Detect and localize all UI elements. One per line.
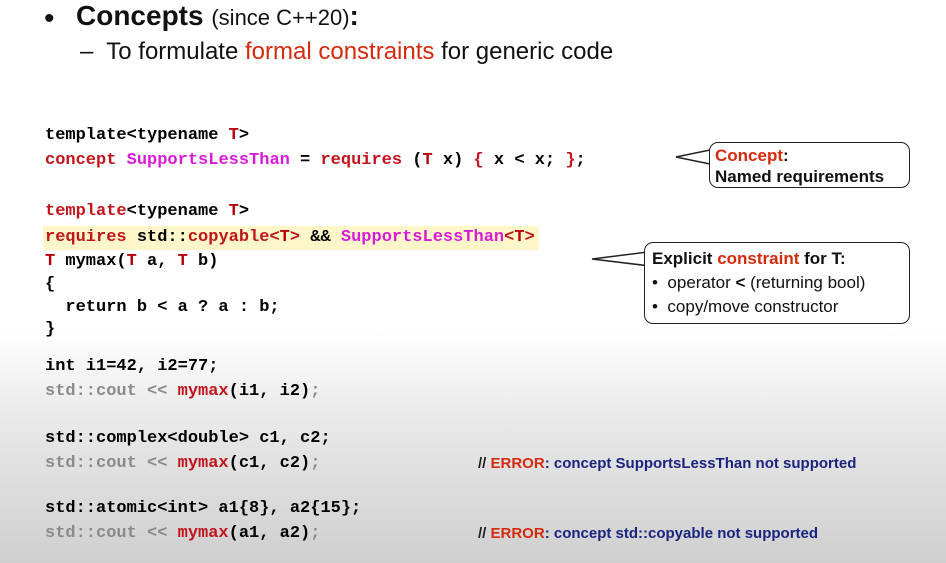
- code-typename: <typename: [126, 202, 229, 221]
- code-args: (a1, a2): [228, 524, 311, 543]
- code-paren: (: [402, 151, 423, 170]
- code-fn-call: mymax: [177, 382, 229, 401]
- code-eq: =: [289, 151, 321, 170]
- code-gt: >: [524, 228, 535, 247]
- code-copyable: copyable: [187, 228, 270, 247]
- code-line-14: std::cout << mymax(a1, a2);: [45, 522, 320, 546]
- callout-constraint-word: constraint: [717, 249, 800, 268]
- code-type-param: T: [177, 252, 188, 271]
- callout-concept: Concept: Named requirements: [709, 142, 910, 188]
- code-concept-name: SupportsLessThan: [126, 151, 290, 170]
- code-line-1: template<typename T>: [45, 124, 249, 148]
- comment-slashes: //: [478, 525, 491, 542]
- code-line-2: concept SupportsLessThan = requires (T x…: [45, 149, 586, 173]
- callout-colon: :: [783, 146, 789, 165]
- code-semi: ;: [575, 151, 586, 170]
- subtitle-post: for generic code: [441, 38, 614, 65]
- code-gt: >: [289, 228, 301, 247]
- code-line-11: std::complex<double> c1, c2;: [45, 429, 331, 448]
- callout-named-requirements: Named requirements: [715, 167, 885, 186]
- code-semi: ;: [310, 524, 321, 543]
- code-lt: <: [269, 228, 280, 247]
- code-line-5: T mymax(T a, T b): [45, 250, 218, 274]
- code-template-kw: template: [45, 202, 127, 221]
- code-cout: std::cout <<: [45, 454, 178, 473]
- code-cout: std::cout <<: [45, 524, 178, 543]
- callout-for-T: for T:: [799, 249, 846, 268]
- code-semi: ;: [310, 382, 321, 401]
- bullet-icon: •: [44, 2, 55, 35]
- code-type-param: T: [228, 202, 239, 221]
- subtitle-line: – To formulate formal constraints for ge…: [80, 38, 613, 66]
- code-type-param: T: [126, 252, 137, 271]
- code-line-7: return b < a ? a : b;: [45, 298, 280, 317]
- callout-operator-symbol: <: [735, 273, 746, 292]
- error-comment-2: // ERROR: concept std::copyable not supp…: [478, 525, 818, 542]
- code-type-param: T: [279, 228, 290, 247]
- code-args: (c1, c2): [228, 454, 311, 473]
- code-fn-call: mymax: [177, 454, 229, 473]
- code-fn-call: mymax: [177, 524, 229, 543]
- code-line-9: int i1=42, i2=77;: [45, 357, 219, 376]
- code-concept-name: SupportsLessThan: [340, 228, 505, 247]
- code-line-13: std::atomic<int> a1{8}, a2{15};: [45, 499, 362, 518]
- code-brace: {: [473, 151, 484, 170]
- code-body: x < x;: [483, 151, 566, 170]
- code-line-8: }: [45, 320, 56, 339]
- title-paren: (since C++20): [211, 5, 350, 30]
- callout2-pointer-icon: [591, 250, 657, 267]
- callout-explicit-constraint: Explicit constraint for T: • operator < …: [644, 242, 910, 324]
- callout-bullet-1: • operator < (returning bool): [652, 271, 909, 295]
- callout1-pointer-icon: [675, 149, 711, 165]
- code-line-3: template<typename T>: [45, 200, 249, 224]
- bullet-icon: •: [652, 273, 658, 292]
- code-line-10: std::cout << mymax(i1, i2);: [45, 380, 320, 404]
- code-cout: std::cout <<: [45, 382, 178, 401]
- code-line-4-requires-clause: requires std::copyable<T> && SupportsLes…: [43, 226, 539, 250]
- slide-title: Concepts (since C++20):: [76, 0, 359, 32]
- code-param: a,: [136, 252, 178, 271]
- dash-icon: –: [80, 38, 94, 65]
- title-colon: :: [349, 0, 359, 31]
- error-comment-1: // ERROR: concept SupportsLessThan not s…: [478, 455, 856, 472]
- subtitle-highlight: formal constraints: [245, 38, 435, 65]
- code-type-param: T: [228, 126, 239, 145]
- code-brace: }: [565, 151, 576, 170]
- code-concept-kw: concept: [45, 151, 117, 170]
- code-fn-name: mymax(: [55, 252, 127, 271]
- comment-slashes: //: [478, 455, 491, 472]
- code-type-param: T: [45, 252, 56, 271]
- callout-explicit-pre: Explicit: [652, 249, 718, 268]
- code-requires-kw: requires: [320, 151, 403, 170]
- code-and: &&: [300, 228, 341, 247]
- code-param: x): [432, 151, 474, 170]
- error-text: : concept SupportsLessThan not supported: [544, 455, 857, 472]
- error-text: : concept std::copyable not supported: [544, 525, 819, 542]
- code-std: std::: [126, 228, 188, 247]
- bullet-icon: •: [652, 297, 658, 316]
- code-line-12: std::cout << mymax(c1, c2);: [45, 452, 320, 476]
- callout-concept-label: Concept: [715, 146, 783, 165]
- code-semi: ;: [310, 454, 321, 473]
- code-gt: >: [238, 126, 250, 145]
- subtitle-pre: To formulate: [106, 38, 239, 65]
- code-type-param: T: [514, 228, 525, 247]
- code-template-kw: template<typename: [45, 126, 219, 145]
- code-requires-kw: requires: [45, 228, 127, 247]
- code-param: b): [187, 252, 219, 271]
- error-label: ERROR: [490, 455, 545, 472]
- callout-bullet-2: • copy/move constructor: [652, 295, 909, 319]
- callout-returning-bool: (returning bool): [745, 273, 866, 292]
- code-args: (i1, i2): [228, 382, 311, 401]
- callout-copy-move: copy/move constructor: [667, 297, 839, 316]
- code-lt: <: [504, 228, 515, 247]
- error-label: ERROR: [490, 525, 545, 542]
- title-bold: Concepts: [76, 0, 204, 31]
- code-gt: >: [238, 202, 250, 221]
- code-type-param: T: [422, 151, 433, 170]
- code-line-6: {: [45, 275, 56, 294]
- callout-operator-text: operator: [667, 273, 736, 292]
